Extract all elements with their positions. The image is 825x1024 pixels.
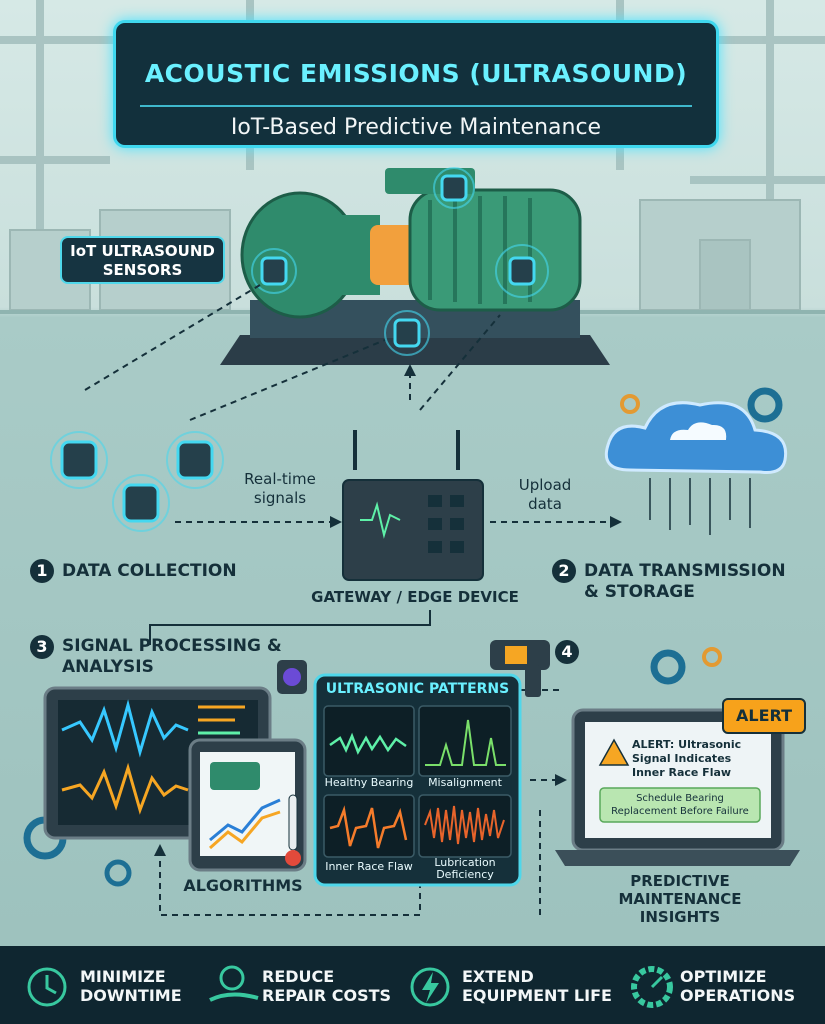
gear-gauge-icon <box>631 966 673 1008</box>
title-divider <box>140 105 692 107</box>
clock-icon <box>27 967 67 1007</box>
benefit-minimize-downtime: MINIMIZE DOWNTIME <box>80 967 182 1005</box>
benefit-optimize-operations: OPTIMIZE OPERATIONS <box>680 967 796 1005</box>
header-banner: ACOUSTIC EMISSIONS (ULTRASOUND) IoT-Base… <box>113 20 719 148</box>
laptop-illustration <box>555 708 800 866</box>
upload-data-label: Upload data <box>518 476 572 513</box>
pattern-healthy-bearing: Healthy Bearing <box>324 776 414 789</box>
algorithms-label: ALGORITHMS <box>183 876 303 895</box>
alert-badge: ALERT <box>722 698 806 734</box>
gateway-label: GATEWAY / EDGE DEVICE <box>311 588 519 606</box>
page-subtitle: IoT-Based Predictive Maintenance <box>230 115 602 140</box>
step-2-label: DATA TRANSMISSION & STORAGE <box>584 561 786 602</box>
step-3-number: 3 <box>30 635 54 659</box>
realtime-signals-label: Real-time signals <box>244 470 316 507</box>
lightning-icon <box>410 967 450 1007</box>
patterns-title: ULTRASONIC PATTERNS <box>325 681 510 697</box>
motor-pump-illustration <box>220 167 610 365</box>
money-hand-icon <box>209 965 259 1002</box>
wireless-sensor-nodes <box>50 431 224 532</box>
step-3-label: SIGNAL PROCESSING & ANALYSIS <box>62 636 282 677</box>
benefit-extend-equipment-life: EXTEND EQUIPMENT LIFE <box>462 967 612 1005</box>
insights-label: PREDICTIVE MAINTENANCE INSIGHTS <box>618 872 742 926</box>
page-title: ACOUSTIC EMISSIONS (ULTRASOUND) <box>144 59 688 88</box>
pattern-lubrication-deficiency: Lubrication Deficiency <box>434 856 496 881</box>
tablet-illustration <box>188 738 307 872</box>
gateway-device-illustration <box>342 430 484 581</box>
alert-message: ALERT: Ultrasonic Signal Indicates Inner… <box>632 738 742 779</box>
step-2-number: 2 <box>552 559 576 583</box>
sensors-label: IoT ULTRASOUND SENSORS <box>60 236 225 284</box>
alert-action: Schedule Bearing Replacement Before Fail… <box>611 793 749 817</box>
benefit-reduce-repair-costs: REDUCE REPAIR COSTS <box>262 967 392 1005</box>
step-1-label: DATA COLLECTION <box>62 561 237 581</box>
ultrasound-detector-illustration <box>490 640 550 697</box>
cloud-storage-illustration <box>604 401 788 535</box>
pattern-inner-race-flaw: Inner Race Flaw <box>325 860 413 873</box>
pattern-misalignment: Misalignment <box>428 776 502 789</box>
step-1-number: 1 <box>30 559 54 583</box>
step-4-number: 4 <box>555 640 579 664</box>
